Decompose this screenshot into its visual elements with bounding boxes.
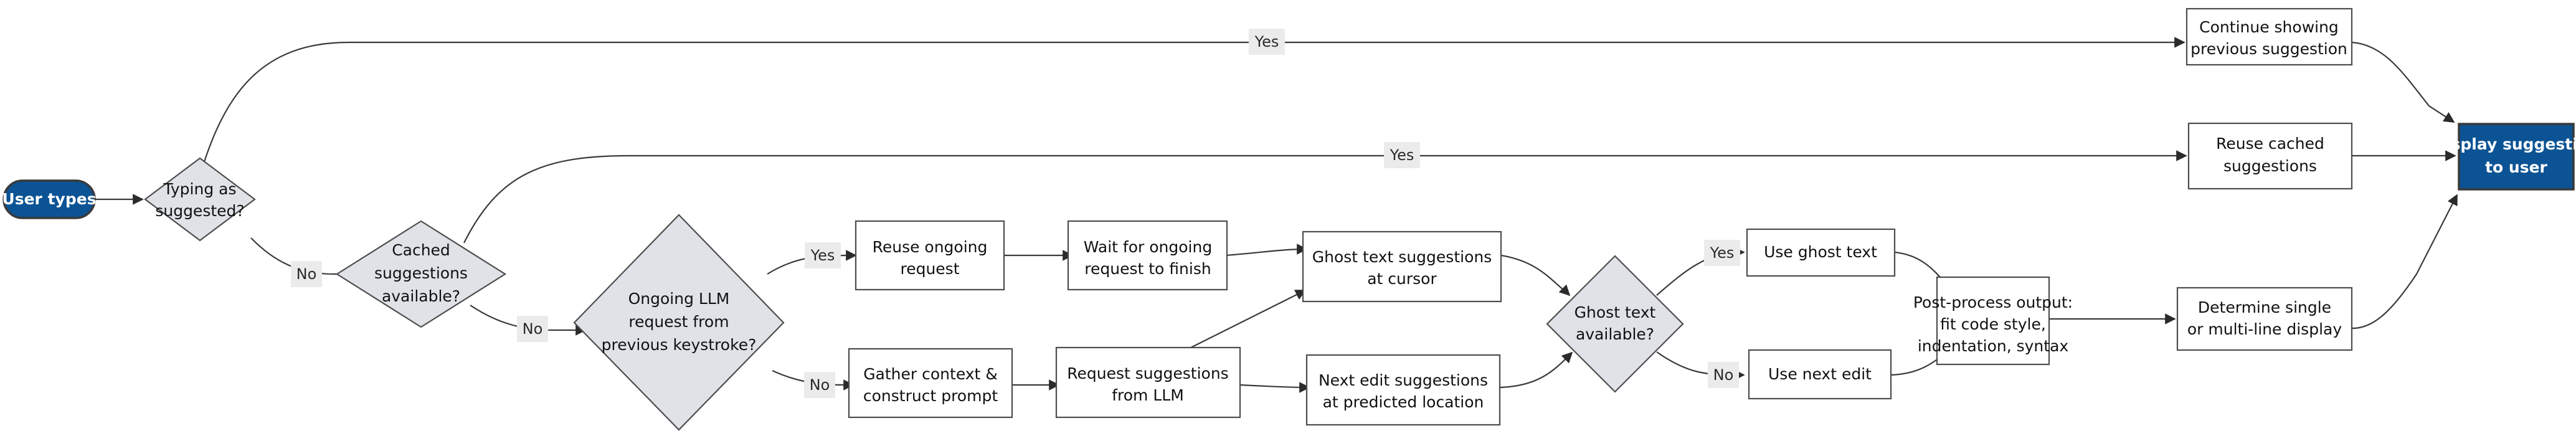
edge-nextedit-to-ghostavail <box>1499 351 1573 389</box>
node-postprocess-line3: indentation, syntax <box>1918 337 2068 355</box>
edge-wait-to-ghost <box>1225 244 1308 257</box>
edge-label-cached-yes: Yes <box>1390 146 1414 164</box>
node-end-display-suggestion[interactable]: Display suggestion to user <box>2433 123 2576 191</box>
node-process-gather-context[interactable]: Gather context & construct prompt <box>848 348 1013 419</box>
node-decision-ghost-text-available[interactable]: Ghost text available? <box>1546 255 1684 393</box>
node-request-line2: from LLM <box>1112 386 1184 404</box>
node-end-line2: to user <box>2485 158 2547 176</box>
node-end-line1: Display suggestion <box>2433 135 2576 153</box>
node-continue-line2: previous suggestion <box>2190 40 2347 58</box>
node-start-user-types[interactable]: User types <box>2 179 97 219</box>
node-ongoing-line2: request from <box>628 313 729 331</box>
edge-label-typing-no: No <box>296 265 317 283</box>
node-process-post-process-output[interactable]: Post-process output: fit code style, ind… <box>1913 276 2073 366</box>
node-process-reuse-ongoing-request[interactable]: Reuse ongoing request <box>855 220 1005 291</box>
node-continue-line1: Continue showing <box>2199 18 2339 36</box>
node-nextedit-line1: Next edit suggestions <box>1319 371 1488 389</box>
edge-cached-no-to-ongoing <box>470 305 587 336</box>
edges-layer <box>95 37 2458 393</box>
edge-label-ghost-no: No <box>1713 366 1734 384</box>
node-cached-line1: Cached <box>392 241 450 259</box>
node-typing-line2: suggested? <box>155 202 244 220</box>
edge-determine-to-display <box>2351 194 2458 330</box>
node-reusecached-line1: Reuse cached <box>2216 135 2324 153</box>
node-gather-line1: Gather context & <box>863 365 998 383</box>
node-reuseongoing-line1: Reuse ongoing <box>873 238 988 256</box>
node-process-ghost-text-suggestions-at-cursor[interactable]: Ghost text suggestions at cursor <box>1302 230 1502 303</box>
edge-cached-yes-to-reusecached <box>463 150 2187 244</box>
node-start-label: User types <box>2 190 96 208</box>
node-process-next-edit-suggestions[interactable]: Next edit suggestions at predicted locat… <box>1305 354 1501 426</box>
edge-label-typing-yes: Yes <box>1254 33 1279 50</box>
node-process-wait-for-ongoing-request[interactable]: Wait for ongoing request to finish <box>1067 220 1228 291</box>
node-postprocess-line1: Post-process output: <box>1913 293 2073 311</box>
node-ghostavail-line2: available? <box>1576 325 1654 343</box>
node-usenext-label: Use next edit <box>1768 365 1872 383</box>
node-process-continue-showing-previous[interactable]: Continue showing previous suggestion <box>2185 7 2353 66</box>
edge-label-cached-no: No <box>523 320 543 338</box>
node-wait-line1: Wait for ongoing <box>1084 238 1212 256</box>
edge-continue-to-display <box>2351 41 2455 123</box>
edge-ghost-to-ghostavail <box>1500 254 1571 296</box>
node-decision-ongoing-llm-request[interactable]: Ongoing LLM request from previous keystr… <box>573 214 785 431</box>
edge-typing-yes-to-continue <box>199 37 2185 176</box>
edge-request-to-nextedit <box>1239 382 1310 393</box>
node-ghostavail-line1: Ghost text <box>1574 303 1656 321</box>
node-reusecached-line2: suggestions <box>2223 157 2317 175</box>
node-process-reuse-cached-suggestions[interactable]: Reuse cached suggestions <box>2187 122 2353 190</box>
edge-label-ongoing-no: No <box>810 376 830 394</box>
node-request-line1: Request suggestions <box>1067 364 1228 382</box>
node-typing-line1: Typing as <box>163 180 237 198</box>
node-ghost-line2: at cursor <box>1367 270 1437 288</box>
node-nextedit-line2: at predicted location <box>1323 393 1484 411</box>
edge-labels-layer: Yes No Yes No Yes No Yes No <box>291 29 1740 398</box>
node-cached-line3: available? <box>382 287 460 305</box>
node-postprocess-line2: fit code style, <box>1940 315 2046 333</box>
node-gather-line2: construct prompt <box>863 387 998 405</box>
node-process-use-ghost-text[interactable]: Use ghost text <box>1746 228 1896 277</box>
node-reuseongoing-line2: request <box>900 260 959 278</box>
node-ongoing-line3: previous keystroke? <box>602 336 757 354</box>
node-process-determine-display[interactable]: Determine single or multi-line display <box>2176 287 2353 351</box>
edge-label-ongoing-yes: Yes <box>810 247 835 264</box>
node-wait-line2: request to finish <box>1084 260 1211 278</box>
node-decision-typing-as-suggested[interactable]: Typing as suggested? <box>144 157 256 242</box>
edge-label-ghost-yes: Yes <box>1710 244 1735 262</box>
node-determine-line1: Determine single <box>2198 298 2331 316</box>
node-process-request-suggestions-from-llm[interactable]: Request suggestions from LLM <box>1055 346 1241 419</box>
edge-request-to-ghost <box>1188 290 1307 349</box>
node-process-use-next-edit[interactable]: Use next edit <box>1748 349 1892 400</box>
node-decision-cached-suggestions-available[interactable]: Cached suggestions available? <box>335 220 507 328</box>
node-cached-line2: suggestions <box>374 264 468 282</box>
node-determine-line2: or multi-line display <box>2187 320 2342 338</box>
node-ghost-line1: Ghost text suggestions <box>1312 248 1492 266</box>
node-ongoing-line1: Ongoing LLM <box>628 290 730 308</box>
node-useghost-label: Use ghost text <box>1764 243 1877 261</box>
